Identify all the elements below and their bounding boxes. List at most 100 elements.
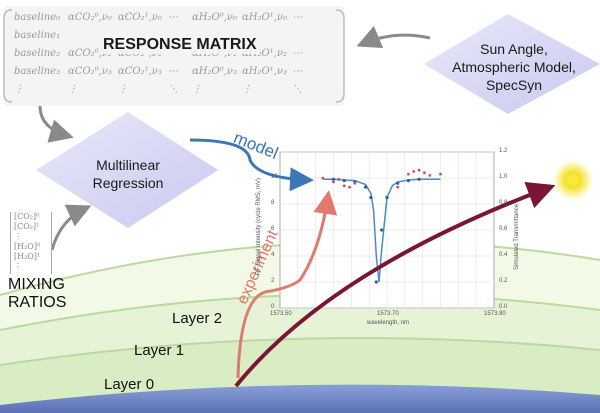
sun-box-line-3: SpecSyn xyxy=(485,77,543,93)
matrix-cell: ⋯ xyxy=(168,12,178,23)
matrix-cell: ⋯ xyxy=(292,48,302,59)
chart-x-tick-label: 1573.70 xyxy=(377,311,399,317)
chart-experiment-point xyxy=(321,176,325,180)
mixing-label-2: RATIOS xyxy=(8,294,67,311)
matrix-cell: baseline₂ xyxy=(14,48,61,59)
matrix-cell: αCO₂⁰,ν₂ xyxy=(68,48,112,59)
chart-y-left-tick-label: 10 xyxy=(271,174,278,180)
mixing-vector-entry: ⋮ xyxy=(14,262,22,271)
chart-model-point xyxy=(374,280,378,284)
arrow-mixing-to-regression xyxy=(50,204,92,251)
sun-box-diamond xyxy=(424,14,600,114)
layer-boundary-0 xyxy=(0,337,600,366)
matrix-cell: αH₂O¹,ν₃ xyxy=(242,66,287,77)
response-matrix-title: RESPONSE MATRIX xyxy=(100,36,260,54)
matrix-cell: ⋯ xyxy=(168,66,178,77)
regression-line-1: Multilinear xyxy=(96,157,160,173)
matrix-cell: ⋮ xyxy=(242,84,252,95)
chart-model-point xyxy=(406,179,410,183)
matrix-cell: ⋱ xyxy=(168,84,178,95)
solar-ray xyxy=(234,181,556,388)
chart-model-point xyxy=(385,195,389,200)
chart-experiment-point xyxy=(423,171,426,175)
chart-model-point xyxy=(342,179,346,183)
matrix-cell: baseline₁ xyxy=(14,30,61,41)
matrix-cell: ⋮ xyxy=(14,84,24,95)
chart-y-left-tick-label: 6 xyxy=(271,226,275,232)
matrix-right-bracket xyxy=(335,9,345,103)
mixing-vector-entry: ⋮ xyxy=(14,232,22,241)
chart-model-line xyxy=(322,178,441,283)
chart-y-right-tick-label: 0.0 xyxy=(499,304,508,310)
matrix-cell: αCO₂¹,ν₀ xyxy=(118,12,162,23)
matrix-left-bracket xyxy=(3,9,13,103)
matrix-cell: baseline₀ xyxy=(14,12,61,23)
layer-label-2: Layer 2 xyxy=(172,310,223,327)
chart-experiment-point xyxy=(342,184,346,188)
chart-experiment-point xyxy=(439,172,442,176)
chart-experiment-point xyxy=(417,168,421,172)
chart-model-point xyxy=(331,177,336,181)
chart-experiment-point xyxy=(337,177,341,181)
chart-y-right-tick-label: 1.0 xyxy=(499,174,508,180)
matrix-cell: ⋮ xyxy=(68,84,78,95)
regression-diamond xyxy=(36,112,218,228)
regression-box-text: Multilinear Regression xyxy=(60,156,196,192)
arrow-sun-to-matrix xyxy=(356,25,431,49)
matrix-cell: αH₂O⁰,ν₃ xyxy=(192,66,237,77)
chart-y-left-tick-label: 0 xyxy=(271,304,275,310)
sun-box-line-1: Sun Angle, xyxy=(480,41,548,57)
chart-experiment-point xyxy=(348,185,351,189)
matrix-cell: αCO₂¹,ν₃ xyxy=(118,66,162,77)
chart-x-tick-label: 1573.50 xyxy=(270,311,292,317)
sun-icon xyxy=(567,174,579,186)
matrix-cell: αCO₂⁰,ν₃ xyxy=(68,66,112,77)
mixing-ratio-vector: [CO₂]⁰[CO₂]¹⋮[H₂O]⁰[H₂O]¹⋮ xyxy=(10,212,52,274)
chart-y-right-tick-label: 1.2 xyxy=(499,148,508,154)
chart-y-right-axis-label: Simulated Transmittance xyxy=(514,203,520,270)
spectrum-chart xyxy=(279,151,495,309)
chart-experiment-point xyxy=(332,180,335,184)
matrix-cell: αH₂O¹,ν₂ xyxy=(242,48,287,59)
matrix-cell: ⋯ xyxy=(292,66,302,77)
chart-y-right-tick-label: 0.2 xyxy=(499,278,508,284)
chart-model-point xyxy=(417,177,421,181)
model-arrow xyxy=(189,138,314,192)
matrix-cell: baseline₃ xyxy=(14,66,61,77)
mixing-label-1: MIXING xyxy=(8,276,65,293)
matrix-cell: αCO₂⁰,ν₀ xyxy=(68,12,112,23)
matrix-background xyxy=(4,6,344,106)
chart-model-point xyxy=(380,228,384,232)
chart-y-left-tick-label: 8 xyxy=(271,200,275,206)
chart-experiment-point xyxy=(412,170,416,173)
chart-experiment-point xyxy=(407,172,410,176)
chart-model-point xyxy=(364,185,368,189)
earth-surface xyxy=(0,384,600,413)
chart-y-right-tick-label: 0.4 xyxy=(499,252,508,258)
matrix-cell: ⋱ xyxy=(292,84,302,95)
matrix-cell: ⋯ xyxy=(292,12,302,23)
chart-y-right-tick-label: 0.8 xyxy=(499,200,508,206)
chart-model-point xyxy=(396,181,400,185)
chart-experiment-point xyxy=(396,185,400,189)
mixing-vector-entry: [CO₂]⁰ xyxy=(14,212,40,221)
sun-box-text: Sun Angle, Atmospheric Model, SpecSyn xyxy=(432,40,596,94)
mixing-vector-entry: [H₂O]¹ xyxy=(14,252,41,261)
regression-line-2: Regression xyxy=(92,175,164,191)
chart-model-point xyxy=(369,195,373,200)
chart-x-tick-label: 1573.90 xyxy=(484,311,506,317)
matrix-cell: αH₂O⁰,ν₀ xyxy=(192,12,237,23)
chart-x-axis-label: wavelength, nm xyxy=(367,320,410,326)
chart-y-left-axis-label: RF Signal Intensity (cycle RMS, mV) xyxy=(256,177,262,275)
arrow-matrix-to-regression xyxy=(38,105,74,143)
chart-y-left-tick-label: 2 xyxy=(271,278,275,284)
layer-label-1: Layer 1 xyxy=(134,342,185,359)
matrix-cell: ⋮ xyxy=(192,84,202,95)
sun-box-line-2: Atmospheric Model, xyxy=(452,59,576,75)
layer-label-0: Layer 0 xyxy=(104,376,155,393)
experiment-arrow xyxy=(236,190,338,379)
chart-y-right-tick-label: 0.6 xyxy=(499,226,508,232)
chart-experiment-point xyxy=(428,174,432,177)
matrix-cell: αH₂O¹,ν₀ xyxy=(242,12,287,23)
